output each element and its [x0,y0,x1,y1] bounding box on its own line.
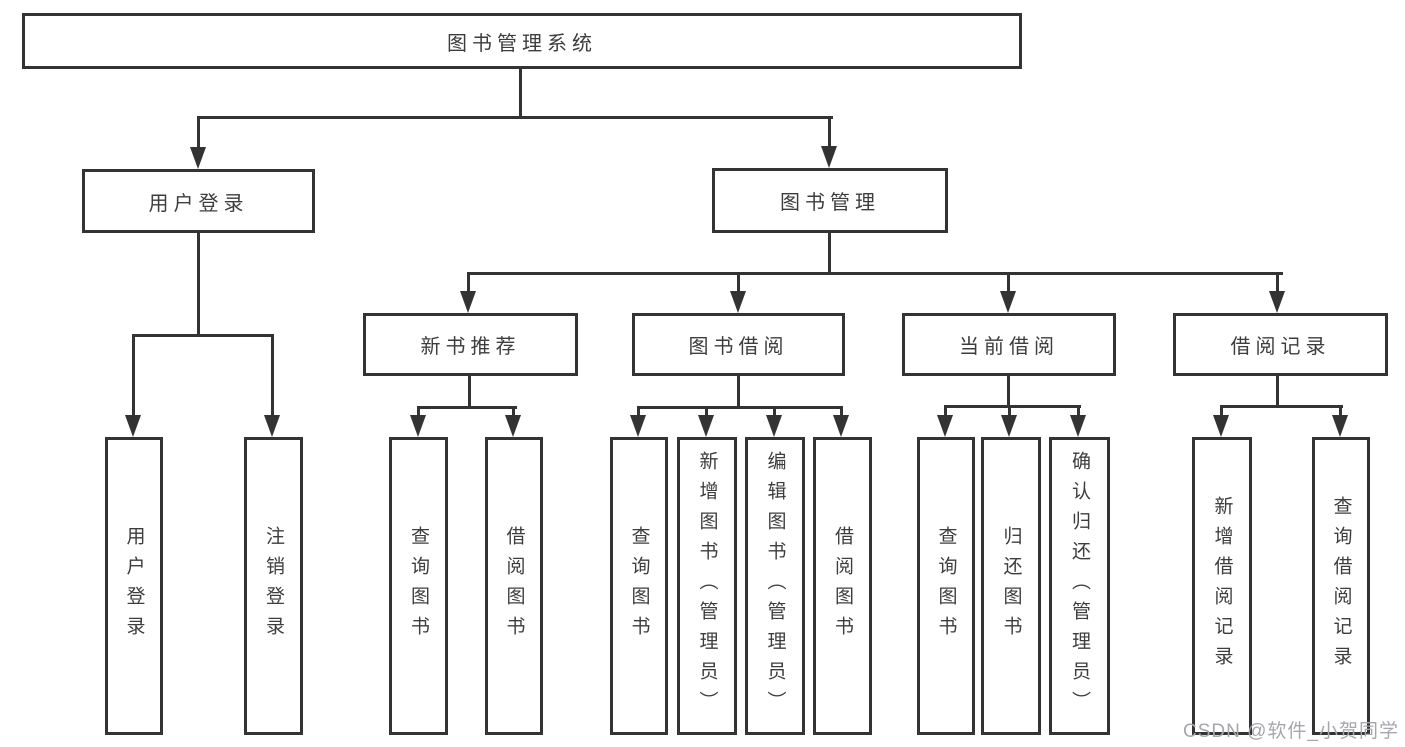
leaf-query-books-borrow: 查询图书 [610,437,668,735]
arrow-down-icon [1001,415,1017,437]
connector-drop [417,406,420,417]
leaf-logout: 注销登录 [244,437,303,735]
connector-level2-rail [197,116,833,119]
node-user-login: 用户登录 [82,169,315,233]
connector-new-book-stem [468,376,471,409]
arrow-down-icon [1070,415,1086,437]
connector-drop [1220,405,1223,417]
node-borrow-record: 借阅记录 [1173,313,1388,376]
node-book-management: 图书管理 [712,168,948,233]
leaf-borrow-books: 借阅图书 [813,437,872,735]
leaf-add-books-admin: 新增图书（管理员） [677,437,737,735]
arrow-down-icon [698,415,714,437]
connector-drop [1339,405,1342,417]
connector-borrow-record-rail [1220,405,1343,408]
node-new-book-recommend: 新书推荐 [363,313,578,376]
arrow-down-icon [833,415,849,437]
arrow-down-icon [937,415,953,437]
arrow-down-icon [460,291,476,313]
connector-book-borrow-stem [737,376,740,409]
arrow-down-icon [1213,415,1229,437]
leaf-confirm-return-admin: 确认归还（管理员） [1049,437,1110,735]
connector-drop [512,406,515,417]
leaf-add-borrow-record: 新增借阅记录 [1192,437,1252,735]
node-book-borrow: 图书借阅 [632,313,845,376]
node-label: 新增图书（管理员） [696,451,718,721]
connector-drop [132,334,135,417]
arrow-down-icon [730,291,746,313]
connector-drop [705,406,708,417]
node-label: 查询图书 [628,526,650,646]
node-label: 注销登录 [263,526,284,646]
connector-drop [271,334,274,417]
arrow-down-icon [1000,291,1016,313]
node-label: 新增借阅记录 [1211,496,1233,676]
node-label: 归还图书 [1000,526,1022,646]
connector-drop [737,272,740,292]
node-label: 查询借阅记录 [1330,496,1352,676]
node-label: 图书管理 [780,192,880,214]
connector-user-login-stem [197,232,200,336]
connector-new-book-rail [417,406,517,409]
connector-user-login-rail [132,334,274,337]
connector-level3-rail [467,272,1283,275]
node-label: 借阅图书 [503,526,525,646]
connector-book-borrow-rail [637,406,843,409]
node-label: 借阅记录 [1230,336,1331,358]
node-label: 当前借阅 [959,336,1059,358]
arrow-down-icon [821,146,837,168]
connector-borrow-record-stem [1276,376,1279,408]
arrow-down-icon [190,147,206,169]
connector-root-stem [519,69,522,117]
arrow-down-icon [1269,291,1285,313]
leaf-user-login: 用户登录 [105,437,163,735]
connector-user-login-drop [197,116,200,149]
connector-drop [1276,272,1279,292]
csdn-watermark: CSDN @软件_小贺同学 [1183,721,1399,742]
leaf-borrow-books-recommend: 借阅图书 [485,437,543,735]
node-label: 借阅图书 [832,526,853,646]
connector-book-mgmt-stem [828,233,831,274]
leaf-query-books-recommend: 查询图书 [389,437,448,735]
node-library-system: 图书管理系统 [22,13,1022,69]
node-label: 图书管理系统 [447,32,597,55]
leaf-return-books: 归还图书 [981,437,1041,735]
node-label: 确认归还（管理员） [1069,451,1090,721]
arrow-down-icon [125,415,141,437]
connector-book-mgmt-drop [828,116,831,148]
connector-drop [773,406,776,417]
connector-drop [840,406,843,417]
leaf-query-books-current: 查询图书 [917,437,975,735]
leaf-query-borrow-record: 查询借阅记录 [1312,437,1370,735]
connector-current-borrow-rail [944,405,1081,408]
connector-drop [1008,405,1011,417]
connector-current-borrow-stem [1007,376,1010,408]
node-label: 用户登录 [148,192,249,215]
connector-drop [1077,405,1080,417]
node-label: 查询图书 [408,526,429,646]
arrow-down-icon [766,415,782,437]
connector-drop [944,405,947,417]
arrow-down-icon [410,415,426,437]
arrow-down-icon [630,415,646,437]
connector-drop [637,406,640,417]
arrow-down-icon [505,415,521,437]
node-label: 新书推荐 [420,336,521,358]
node-label: 查询图书 [935,526,957,646]
arrow-down-icon [264,415,280,437]
connector-drop [467,272,470,292]
node-label: 用户登录 [123,526,145,646]
node-label: 编辑图书（管理员） [764,451,786,721]
node-label: 图书借阅 [688,336,789,358]
connector-drop [1007,272,1010,292]
arrow-down-icon [1332,415,1348,437]
leaf-edit-books-admin: 编辑图书（管理员） [745,437,805,735]
node-current-borrow: 当前借阅 [902,313,1116,376]
